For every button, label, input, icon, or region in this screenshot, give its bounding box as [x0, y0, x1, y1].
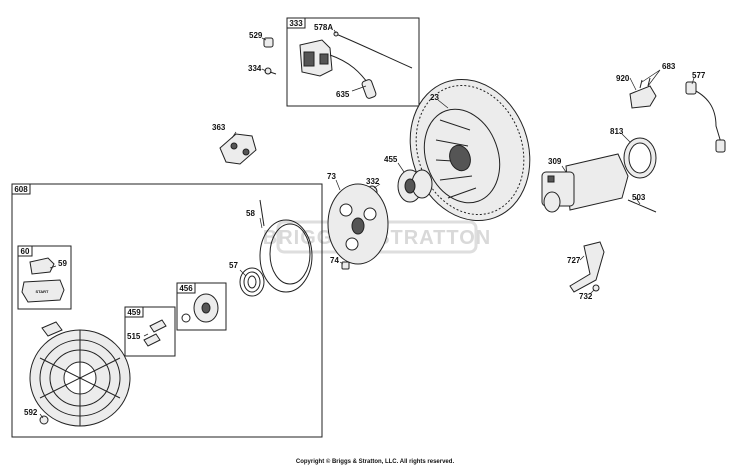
part-503-bolt[interactable]: [627, 199, 657, 213]
label-813: 813: [610, 127, 624, 136]
part-labels: 529 334 578A 635 23 363 455 73 332 58 57…: [24, 23, 706, 417]
label-592: 592: [24, 408, 38, 417]
kit-608-frame: 608: [11, 183, 323, 438]
label-58: 58: [246, 209, 255, 218]
label-455: 455: [384, 155, 398, 164]
part-577-cable[interactable]: [685, 81, 726, 153]
starter-housing[interactable]: [29, 321, 131, 427]
part-58-rope[interactable]: [259, 199, 313, 293]
label-59: 59: [58, 259, 67, 268]
ground-wire[interactable]: [333, 31, 413, 69]
copyright-notice: Copyright © Briggs & Stratton, LLC. All …: [295, 459, 455, 465]
label-577: 577: [692, 71, 706, 80]
ignition-armature[interactable]: [299, 39, 333, 77]
part-683-wire[interactable]: [629, 77, 657, 109]
label-57: 57: [229, 261, 238, 270]
label-23: 23: [430, 93, 439, 102]
spark-plug-wire[interactable]: [329, 54, 377, 99]
label-578A: 578A: [314, 23, 333, 32]
part-59-handle[interactable]: START: [21, 257, 65, 303]
part-529-nut[interactable]: [263, 37, 274, 48]
start-stamp: START: [35, 289, 49, 294]
kit-333-label: 333: [289, 19, 303, 28]
label-727: 727: [567, 256, 581, 265]
part-363-bracket[interactable]: [219, 133, 257, 165]
kit-333-frame: 333: [286, 17, 420, 107]
part-456-ratchet[interactable]: [181, 293, 219, 323]
part-73-pulley[interactable]: [327, 183, 389, 265]
label-73: 73: [327, 172, 336, 181]
label-332: 332: [366, 177, 380, 186]
part-727-bracket[interactable]: [569, 241, 605, 293]
kit-456-frame: 456: [176, 282, 227, 331]
kit-459-label: 459: [127, 308, 141, 317]
part-813-shield[interactable]: [623, 137, 657, 179]
label-515: 515: [127, 332, 141, 341]
leader-lines: [39, 29, 695, 419]
part-455-cup[interactable]: [397, 169, 433, 203]
part-334-screw[interactable]: [264, 67, 277, 75]
part-23-flywheel[interactable]: [391, 63, 549, 238]
label-309: 309: [548, 157, 562, 166]
label-334: 334: [248, 64, 262, 73]
kit-60-frame: 60: [17, 245, 72, 310]
part-515-pawls[interactable]: [143, 319, 167, 347]
part-57-spring[interactable]: [239, 267, 265, 297]
label-683: 683: [662, 62, 676, 71]
kit-459-frame: 459: [124, 306, 176, 357]
part-592-screw[interactable]: [39, 415, 49, 425]
label-529: 529: [249, 31, 263, 40]
part-309-starter-motor[interactable]: [541, 153, 629, 213]
label-363: 363: [212, 123, 226, 132]
label-635: 635: [336, 90, 350, 99]
label-503: 503: [632, 193, 646, 202]
kit-60-label: 60: [21, 247, 30, 256]
kit-456-label: 456: [179, 284, 193, 293]
kit-608-label: 608: [14, 185, 28, 194]
label-920: 920: [616, 74, 630, 83]
part-74-screw[interactable]: [341, 261, 350, 270]
label-74: 74: [330, 256, 339, 265]
part-732-screw[interactable]: [592, 284, 600, 292]
label-732: 732: [579, 292, 593, 301]
